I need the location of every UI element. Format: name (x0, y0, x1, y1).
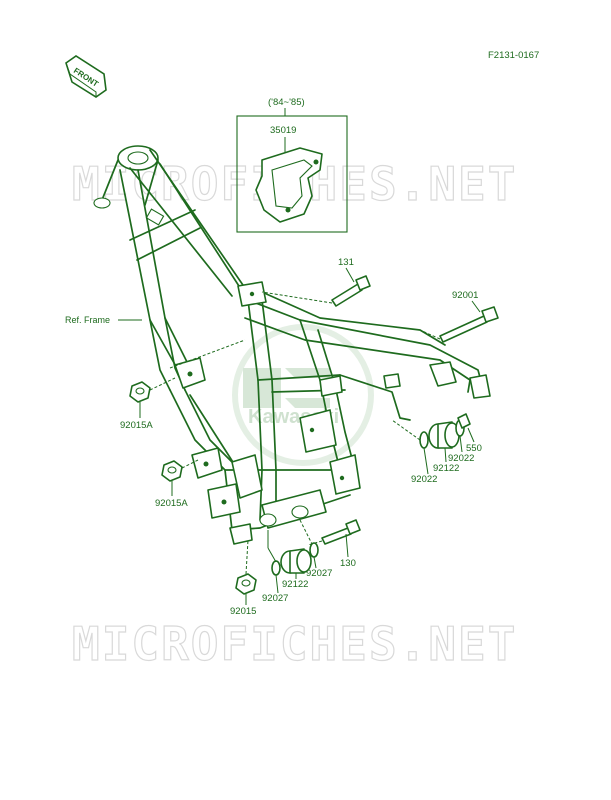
inset-year-range: ('84~'85) (268, 97, 305, 108)
callout-92015A-upper: 92015A (120, 420, 153, 431)
damper-92122-upper (428, 421, 460, 449)
damper-92122-lower (280, 548, 312, 574)
collar-550 (457, 413, 471, 429)
washer-92027-upper (309, 542, 319, 558)
watermark-bottom: MICROFICHES.NET (72, 617, 517, 671)
nut-92015 (235, 573, 257, 595)
callout-130: 130 (340, 558, 356, 569)
front-arrow-icon: FRONT (65, 55, 107, 98)
nut-92015A-lower (161, 460, 183, 482)
inset-box: ('84~'85) 35019 (236, 97, 348, 233)
callout-550: 550 (466, 443, 482, 454)
bolt-130 (307, 519, 361, 546)
motorcycle-frame (93, 145, 491, 545)
callout-92015A-lower: 92015A (155, 498, 188, 509)
callout-ref-frame: Ref. Frame (65, 315, 110, 325)
drawing-reference: F2131-0167 (488, 50, 539, 61)
inset-part-number: 35019 (270, 125, 296, 136)
callout-92022-lower: 92022 (411, 474, 437, 485)
washer-92022-lower (419, 431, 429, 449)
callout-92027-upper: 92027 (306, 568, 332, 579)
callout-92015: 92015 (230, 606, 256, 617)
cover-bracket-35019 (255, 147, 323, 223)
nut-92015A-upper (129, 381, 151, 403)
callout-92122-upper: 92122 (433, 463, 459, 474)
bolt-92001 (419, 306, 499, 343)
callout-131: 131 (338, 257, 354, 268)
washer-92027-lower (271, 560, 281, 576)
callout-92027-lower: 92027 (262, 593, 288, 604)
callout-92122-lower: 92122 (282, 579, 308, 590)
callout-92001: 92001 (452, 290, 478, 301)
callout-92022-upper: 92022 (448, 453, 474, 464)
bolt-131 (261, 275, 371, 307)
